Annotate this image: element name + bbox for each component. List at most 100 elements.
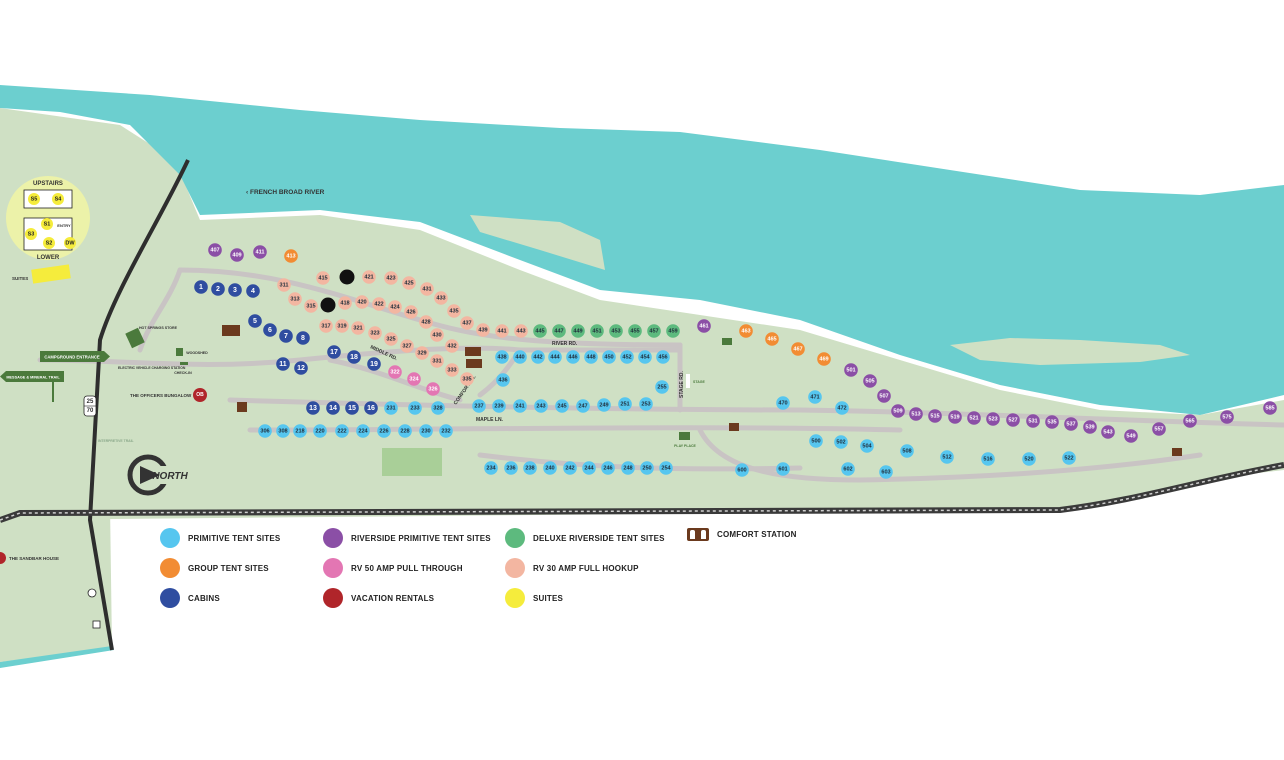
campsite-230[interactable]: 230 (419, 424, 433, 438)
campsite-407[interactable]: 407 (208, 243, 222, 257)
campsite-marker[interactable] (277, 278, 291, 292)
campsite-308[interactable]: 308 (276, 424, 290, 438)
campsite-509[interactable]: 509 (891, 404, 905, 418)
sandbar-house-marker[interactable] (0, 552, 6, 564)
campsite-519[interactable]: 519 (948, 410, 962, 424)
campsite-marker[interactable] (697, 319, 711, 333)
campsite-502[interactable]: 502 (834, 435, 848, 449)
campsite-marker[interactable] (739, 324, 753, 338)
suites-marker[interactable] (31, 264, 71, 284)
campsite-329[interactable]: 329 (415, 346, 429, 360)
campsite-409[interactable]: 409 (230, 248, 244, 262)
campsite-marker[interactable] (408, 401, 422, 415)
campsite-444[interactable]: 444 (548, 350, 562, 364)
campsite-marker[interactable] (609, 324, 623, 338)
campsite-marker[interactable] (597, 398, 611, 412)
campsite-3[interactable]: 3 (228, 283, 242, 297)
campsite-marker[interactable] (377, 424, 391, 438)
campsite-marker[interactable] (496, 373, 510, 387)
campsite-322[interactable]: 322 (388, 365, 402, 379)
campsite-marker[interactable] (844, 363, 858, 377)
campsite-418[interactable]: 418 (338, 296, 352, 310)
campsite-19[interactable]: 19 (367, 357, 381, 371)
campsite-319[interactable]: 319 (335, 319, 349, 333)
campsite-marker[interactable] (656, 350, 670, 364)
campsite-585[interactable]: 585 (1263, 401, 1277, 415)
campsite-marker[interactable] (495, 324, 509, 338)
campsite-marker[interactable] (407, 372, 421, 386)
campsite-marker[interactable] (460, 372, 474, 386)
campsite-marker[interactable] (211, 282, 225, 296)
campsite-marker[interactable] (316, 271, 330, 285)
campsite-marker[interactable] (514, 324, 528, 338)
campsite-18[interactable]: 18 (347, 350, 361, 364)
campsite-255[interactable]: 255 (655, 380, 669, 394)
campsite-440[interactable]: 440 (513, 350, 527, 364)
campsite-marker[interactable] (398, 424, 412, 438)
campsite-557[interactable]: 557 (1152, 422, 1166, 436)
campsite-323[interactable]: 323 (368, 326, 382, 340)
campsite-251[interactable]: 251 (618, 397, 632, 411)
campsite-marker[interactable] (426, 382, 440, 396)
campsite-marker[interactable] (582, 461, 596, 475)
campsite-603[interactable]: 603 (879, 465, 893, 479)
campsite-marker[interactable] (248, 314, 262, 328)
campsite-253[interactable]: 253 (639, 397, 653, 411)
campsite-marker[interactable] (534, 399, 548, 413)
campsite-marker[interactable] (584, 350, 598, 364)
campsite-243[interactable]: 243 (534, 399, 548, 413)
campsite-237[interactable]: 237 (472, 399, 486, 413)
campsite-marker[interactable] (419, 424, 433, 438)
suite-unit-marker[interactable] (25, 228, 37, 240)
campsite-marker[interactable] (1152, 422, 1166, 436)
campsite-marker[interactable] (835, 401, 849, 415)
campsite-424[interactable]: 424 (388, 300, 402, 314)
stage-marker[interactable] (686, 374, 690, 388)
campsite-516[interactable]: 516 (981, 452, 995, 466)
campsite-marker[interactable] (940, 450, 954, 464)
campsite-232[interactable]: 232 (439, 424, 453, 438)
campsite-marker[interactable] (877, 389, 891, 403)
campsite-marker[interactable] (543, 461, 557, 475)
campsite-469[interactable]: 469 (817, 352, 831, 366)
campsite-220[interactable]: 220 (313, 424, 327, 438)
campsite-marker[interactable] (1062, 451, 1076, 465)
campsite-marker[interactable] (351, 321, 365, 335)
campsite-452[interactable]: 452 (620, 350, 634, 364)
campsite-241[interactable]: 241 (513, 399, 527, 413)
campsite-321[interactable]: 321 (351, 321, 365, 335)
campsite-11[interactable]: 11 (276, 357, 290, 371)
campsite-420[interactable]: 420 (355, 295, 369, 309)
campsite-marker[interactable] (228, 283, 242, 297)
campsite-457[interactable]: 457 (647, 324, 661, 338)
campsite-324[interactable]: 324 (407, 372, 421, 386)
campsite-marker[interactable] (420, 282, 434, 296)
campsite-430[interactable]: 430 (430, 328, 444, 342)
campsite-marker[interactable] (590, 324, 604, 338)
campsite-233[interactable]: 233 (408, 401, 422, 415)
campsite-marker[interactable] (384, 271, 398, 285)
campsite-marker[interactable] (1263, 401, 1277, 415)
campsite-marker[interactable] (765, 332, 779, 346)
campsite-marker[interactable] (230, 248, 244, 262)
campsite-575[interactable]: 575 (1220, 410, 1234, 424)
campsite-17[interactable]: 17 (327, 345, 341, 359)
campsite-marker[interactable] (863, 374, 877, 388)
campsite-marker[interactable] (335, 424, 349, 438)
woodshed-icon[interactable] (176, 348, 183, 356)
campsite-marker[interactable] (620, 350, 634, 364)
campsite-marker[interactable] (304, 299, 318, 313)
campsite-marker[interactable] (1183, 414, 1197, 428)
campsite-335[interactable]: 335 (460, 372, 474, 386)
campsite-8[interactable]: 8 (296, 331, 310, 345)
campsite-450[interactable]: 450 (602, 350, 616, 364)
campsite-470[interactable]: 470 (776, 396, 790, 410)
campsite-marker[interactable] (320, 297, 336, 313)
campsite-535[interactable]: 535 (1045, 415, 1059, 429)
campsite-326[interactable]: 326 (426, 382, 440, 396)
campsite-512[interactable]: 512 (940, 450, 954, 464)
campsite-marker[interactable] (531, 350, 545, 364)
campsite-marker[interactable] (817, 352, 831, 366)
campsite-6[interactable]: 6 (263, 323, 277, 337)
campsite-527[interactable]: 527 (1006, 413, 1020, 427)
